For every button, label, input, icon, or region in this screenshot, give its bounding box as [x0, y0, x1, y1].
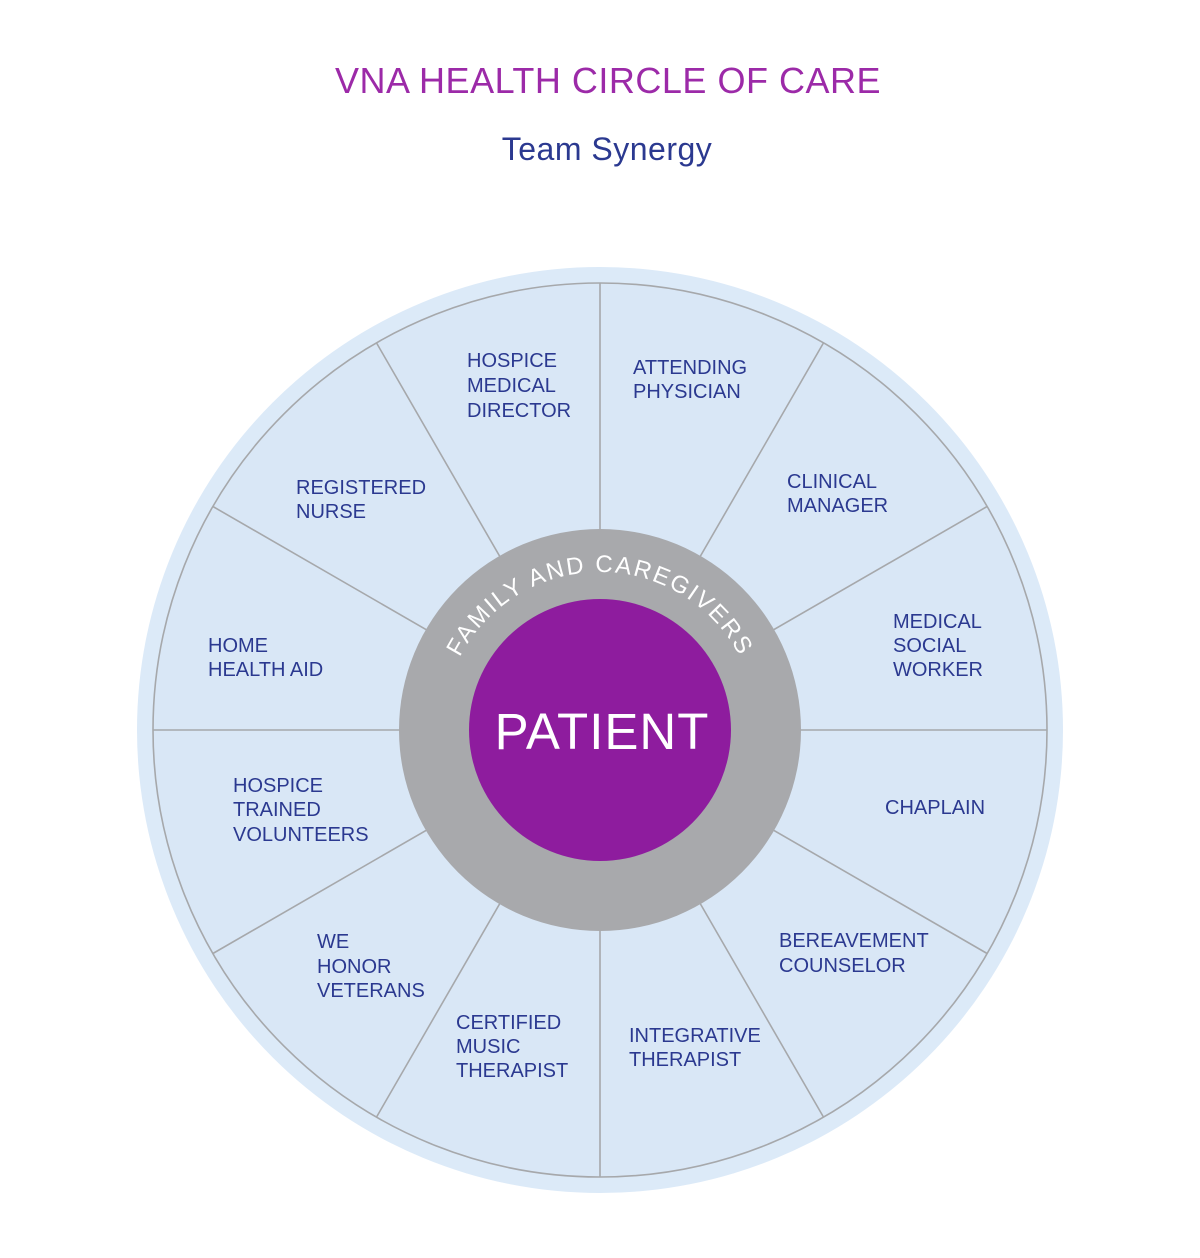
- segment-label-certified-music-therapist-line2: MUSIC: [456, 1036, 520, 1058]
- segment-labels: ATTENDING PHYSICIAN CLINICAL MANAGER MED…: [208, 350, 985, 1082]
- segment-label-integrative-therapist-line2: THERAPIST: [629, 1049, 741, 1071]
- page-title: VNA HEALTH CIRCLE OF CARE: [335, 60, 881, 101]
- segment-label-clinical-manager-line2: MANAGER: [787, 495, 888, 517]
- patient-circle: [469, 599, 731, 861]
- segment-label-medical-social-worker-line2: SOCIAL: [893, 635, 966, 657]
- segment-label-we-honor-veterans-line1: WE: [317, 931, 349, 953]
- segment-label-registered-nurse-line2: NURSE: [296, 501, 366, 523]
- segment-label-clinical-manager-line1: CLINICAL: [787, 471, 877, 493]
- segment-label-hospice-medical-director-line3: DIRECTOR: [467, 400, 571, 422]
- segment-label-attending-physician-line1: ATTENDING: [633, 357, 747, 379]
- patient-label: PATIENT: [495, 703, 710, 760]
- segment-label-we-honor-veterans-line2: HONOR: [317, 956, 391, 978]
- segment-label-home-health-aid-line2: HEALTH AID: [208, 659, 323, 681]
- segment-label-certified-music-therapist-line3: THERAPIST: [456, 1060, 568, 1082]
- segment-label-hospice-medical-director-line2: MEDICAL: [467, 375, 556, 397]
- page-subtitle: Team Synergy: [502, 131, 713, 167]
- segment-label-we-honor-veterans-line3: VETERANS: [317, 980, 425, 1002]
- segment-label-certified-music-therapist-line1: CERTIFIED: [456, 1012, 561, 1034]
- segment-label-bereavement-counselor-line2: COUNSELOR: [779, 955, 906, 977]
- segment-label-attending-physician-line2: PHYSICIAN: [633, 381, 741, 403]
- segment-label-integrative-therapist-line1: INTEGRATIVE: [629, 1025, 761, 1047]
- segment-label-medical-social-worker-line3: WORKER: [893, 659, 983, 681]
- segment-label-home-health-aid-line1: HOME: [208, 635, 268, 657]
- segment-label-medical-social-worker-line1: MEDICAL: [893, 611, 982, 633]
- segment-label-hospice-trained-volunteers-line2: TRAINED: [233, 799, 321, 821]
- segment-label-bereavement-counselor-line1: BEREAVEMENT: [779, 930, 929, 952]
- segment-label-registered-nurse-line1: REGISTERED: [296, 477, 426, 499]
- segment-label-hospice-medical-director-line1: HOSPICE: [467, 350, 557, 372]
- segment-label-hospice-trained-volunteers-line3: VOLUNTEERS: [233, 824, 369, 846]
- segment-label-chaplain-line1: CHAPLAIN: [885, 797, 985, 819]
- segment-label-hospice-trained-volunteers-line1: HOSPICE: [233, 775, 323, 797]
